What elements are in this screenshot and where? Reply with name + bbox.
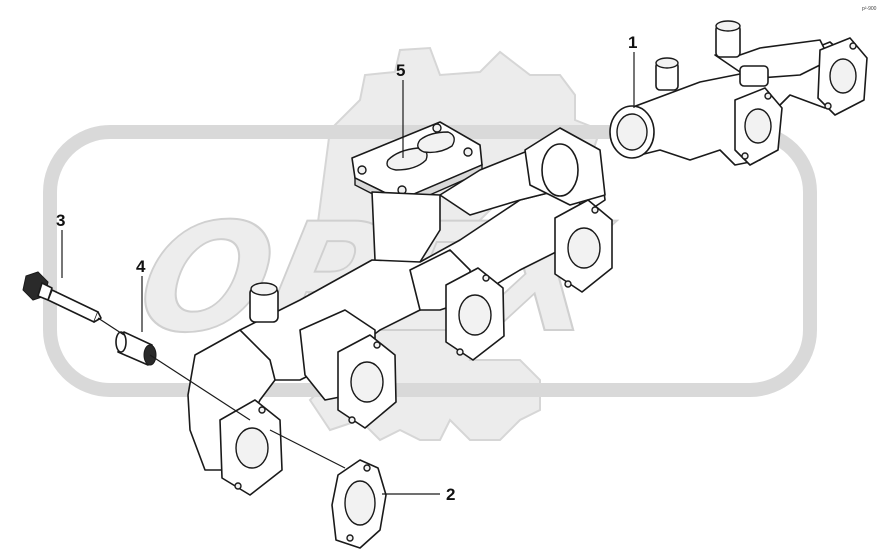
callout-2: 2 — [446, 485, 455, 504]
callout-5: 5 — [396, 61, 405, 80]
callout-1: 1 — [628, 33, 637, 52]
exhaust-gasket[interactable] — [331, 459, 387, 549]
front-manifold-flange-3 — [445, 267, 505, 361]
corner-mark: p²-900 — [862, 6, 877, 12]
front-manifold-flange-4 — [554, 199, 613, 293]
spacer-sleeve[interactable] — [115, 331, 157, 366]
rear-manifold-boss-2 — [655, 57, 679, 91]
front-manifold-outlet-sleeve — [524, 127, 606, 206]
rear-manifold-boss — [715, 20, 741, 58]
rear-manifold-flange-2 — [817, 37, 868, 116]
rear-manifold-flange-1 — [734, 87, 783, 166]
callout-4: 4 — [136, 257, 146, 276]
front-manifold-flange-2 — [337, 334, 397, 429]
rear-manifold[interactable] — [609, 20, 868, 166]
callout-leaders — [61, 52, 635, 495]
callout-3: 3 — [56, 211, 65, 230]
front-manifold[interactable] — [187, 127, 613, 496]
assembly-lines — [97, 317, 346, 469]
bolt[interactable] — [22, 271, 102, 323]
front-manifold-boss — [249, 282, 279, 323]
front-manifold-flange-1 — [219, 399, 283, 496]
